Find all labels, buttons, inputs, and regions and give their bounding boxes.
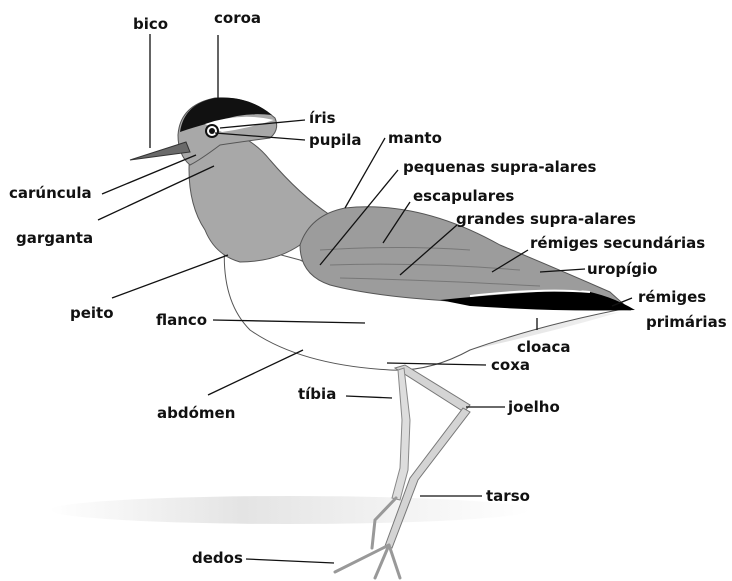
label-tibia: tíbia [298, 385, 336, 403]
label-remiges-primarias-1: rémiges [638, 288, 706, 306]
label-caruncula: carúncula [9, 184, 92, 202]
label-joelho: joelho [507, 398, 560, 416]
label-pupila: pupila [309, 131, 362, 149]
label-coxa: coxa [491, 356, 530, 374]
leader-caruncula [102, 155, 196, 194]
label-peito: peito [70, 304, 114, 322]
label-iris: íris [309, 109, 336, 127]
label-garganta: garganta [16, 229, 93, 247]
label-abdomen: abdómen [157, 404, 235, 422]
label-coroa: coroa [214, 9, 261, 27]
label-flanco: flanco [156, 311, 207, 329]
label-tarso: tarso [486, 487, 530, 505]
eye-pupil [209, 128, 215, 134]
label-manto: manto [388, 129, 442, 147]
leg-back [392, 368, 410, 500]
label-pequenas-supra-alares: pequenas supra-alares [403, 158, 596, 176]
bird-beak [130, 142, 190, 160]
ground-shadow [50, 496, 530, 524]
label-dedos: dedos [192, 549, 243, 567]
label-escapulares: escapulares [413, 187, 514, 205]
leader-tibia [346, 396, 392, 398]
label-bico: bico [133, 15, 168, 33]
leader-peito [112, 255, 228, 298]
label-remiges-primarias-2: primárias [646, 313, 727, 331]
leader-dedos [246, 559, 334, 563]
label-cloaca: cloaca [517, 338, 570, 356]
label-grandes-supra-alares: grandes supra-alares [456, 210, 636, 228]
label-uropigio: uropígio [587, 260, 657, 278]
leader-abdomen [208, 350, 303, 395]
label-remiges-secundarias: rémiges secundárias [530, 234, 705, 252]
